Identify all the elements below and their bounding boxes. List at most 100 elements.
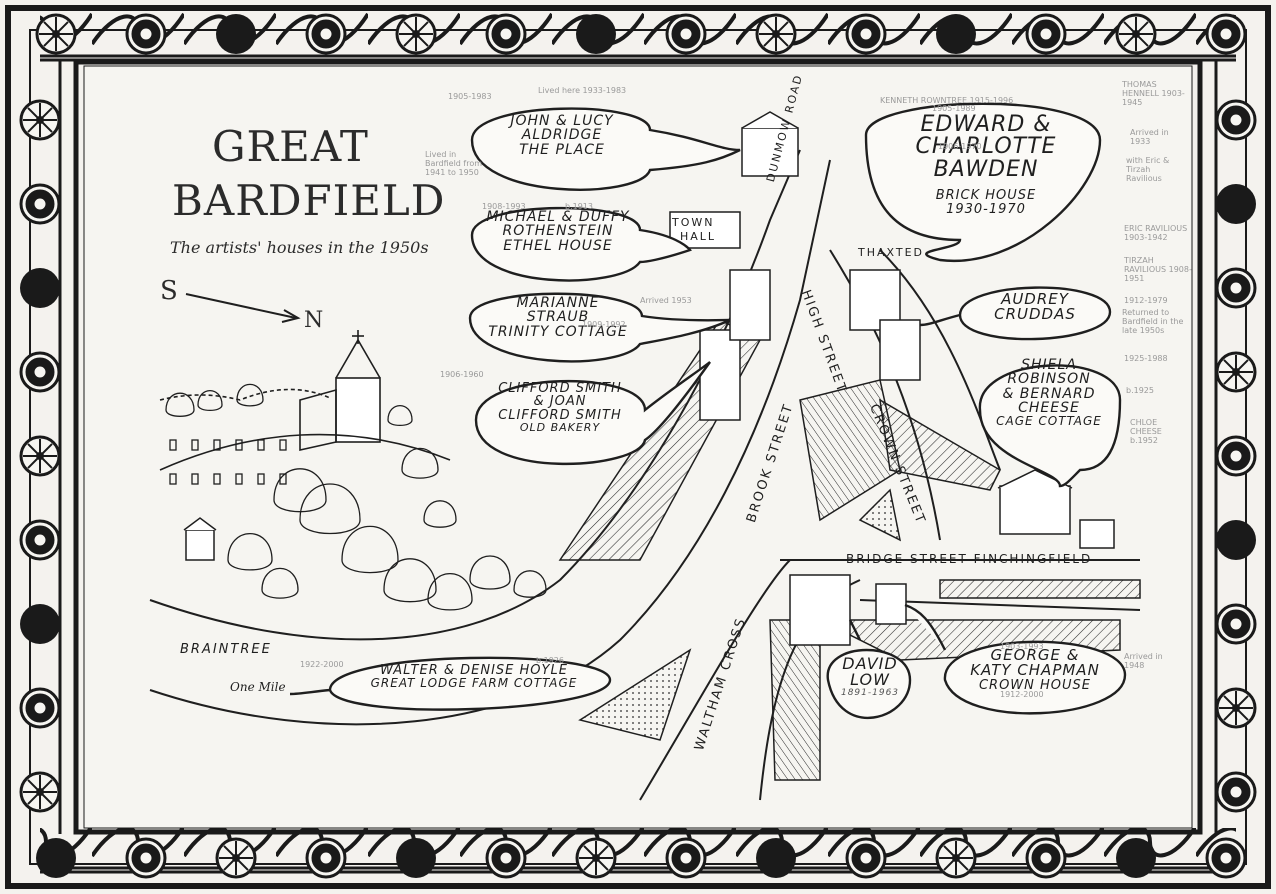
dot-ornament <box>1216 184 1256 224</box>
pencil-note: 1903-1993 <box>1000 642 1044 651</box>
pencil-note: b.1926 <box>536 656 564 665</box>
tree-mark <box>513 570 547 598</box>
tree-mark <box>165 392 195 417</box>
gravestone-mark <box>213 473 221 485</box>
wheel-ornament <box>35 13 77 55</box>
pencil-note: Lived in Bardfield from 1941 to 1950 <box>425 150 483 177</box>
church-illustration <box>159 330 451 471</box>
tree-mark <box>261 567 299 599</box>
gravestone-mark <box>279 473 287 485</box>
gravestone-mark <box>257 439 265 451</box>
pencil-note: Returned to Bardfield in the late 1950s <box>1122 308 1184 335</box>
target-ornament <box>1215 435 1257 477</box>
wheel-ornament <box>575 837 617 879</box>
pencil-note: b.1925 <box>1126 386 1154 395</box>
pencil-note: 1912-2000 <box>1000 690 1044 699</box>
dot-ornament <box>36 838 76 878</box>
target-ornament <box>19 183 61 225</box>
wheel-ornament <box>1115 13 1157 55</box>
pencil-note: 1909-1992 <box>582 320 626 329</box>
pencil-note: 1905-1983 <box>448 92 492 101</box>
gravestone-mark <box>257 473 265 485</box>
tree-mark <box>341 525 399 574</box>
target-ornament <box>305 13 347 55</box>
tree-mark <box>401 447 439 479</box>
pencil-note: CHLOE CHEESE b.1952 <box>1130 418 1162 445</box>
wheel-ornament <box>19 99 61 141</box>
dot-ornament <box>216 14 256 54</box>
label-town-hall-2: HALL <box>680 230 717 243</box>
wheel-ornament <box>1215 687 1257 729</box>
pencil-note: ERIC RAVILIOUS 1903-1942 <box>1124 224 1188 242</box>
wheel-ornament <box>19 435 61 477</box>
pencil-note: with Eric & Tirzah Ravilious <box>1126 156 1170 183</box>
pencil-note: Arrived 1953 <box>640 296 692 305</box>
wheel-ornament <box>935 837 977 879</box>
dot-ornament <box>756 838 796 878</box>
tree-mark <box>273 468 327 513</box>
pencil-note: 1906-1970 <box>938 142 982 151</box>
wheel-ornament <box>395 13 437 55</box>
gravestone-mark <box>169 473 177 485</box>
target-ornament <box>125 13 167 55</box>
pencil-note: b.1913 <box>565 202 593 211</box>
tree-mark <box>423 500 457 528</box>
dot-ornament <box>1216 520 1256 560</box>
target-ornament <box>665 837 707 879</box>
pencil-note: 1906-1960 <box>440 370 484 379</box>
target-ornament <box>665 13 707 55</box>
target-ornament <box>19 351 61 393</box>
gravestone-mark <box>191 473 199 485</box>
wheel-ornament <box>19 771 61 813</box>
target-ornament <box>125 837 167 879</box>
target-ornament <box>1205 13 1247 55</box>
pencil-note: 1905-1989 <box>932 104 976 113</box>
gravestone-mark <box>191 439 199 451</box>
dot-ornament <box>936 14 976 54</box>
gravestone-mark <box>235 473 243 485</box>
wheel-ornament <box>1215 351 1257 393</box>
target-ornament <box>1025 13 1067 55</box>
pencil-note: THOMAS HENNELL 1903-1945 <box>1122 80 1185 107</box>
label-bridge-street: BRIDGE STREET FINCHINGFIELD <box>846 552 1093 566</box>
tree-mark <box>469 555 511 590</box>
dot-ornament <box>576 14 616 54</box>
target-ornament <box>305 837 347 879</box>
target-ornament <box>845 13 887 55</box>
gravestone-mark <box>279 439 287 451</box>
tree-mark <box>387 404 413 427</box>
pencil-note: KENNETH ROWNTREE 1915-1996 <box>880 96 1014 105</box>
label-braintree: BRAINTREE <box>180 642 272 657</box>
compass-south: S <box>160 276 179 306</box>
speech-bubbles <box>289 102 1127 719</box>
pencil-note: 1925-1988 <box>1124 354 1168 363</box>
town-buildings <box>183 111 1115 646</box>
pencil-note: 1922-2000 <box>300 660 344 669</box>
target-ornament <box>485 13 527 55</box>
gravestone-mark <box>213 439 221 451</box>
tree-mark <box>427 573 473 611</box>
target-ornament <box>1215 603 1257 645</box>
dot-ornament <box>20 604 60 644</box>
target-ornament <box>1205 837 1247 879</box>
label-one-mile: One Mile <box>230 680 286 694</box>
map-subtitle: The artists' houses in the 1950s <box>170 238 429 257</box>
target-ornament <box>485 837 527 879</box>
tree-cluster <box>165 383 547 611</box>
pencil-note: Arrived in 1933 <box>1130 128 1169 146</box>
target-ornament <box>1215 99 1257 141</box>
wheel-ornament <box>755 13 797 55</box>
wheel-ornament <box>215 837 257 879</box>
label-town-hall-1: TOWN <box>672 216 715 229</box>
dot-ornament <box>396 838 436 878</box>
target-ornament <box>1215 771 1257 813</box>
dot-ornament <box>20 268 60 308</box>
tree-mark <box>383 558 437 603</box>
